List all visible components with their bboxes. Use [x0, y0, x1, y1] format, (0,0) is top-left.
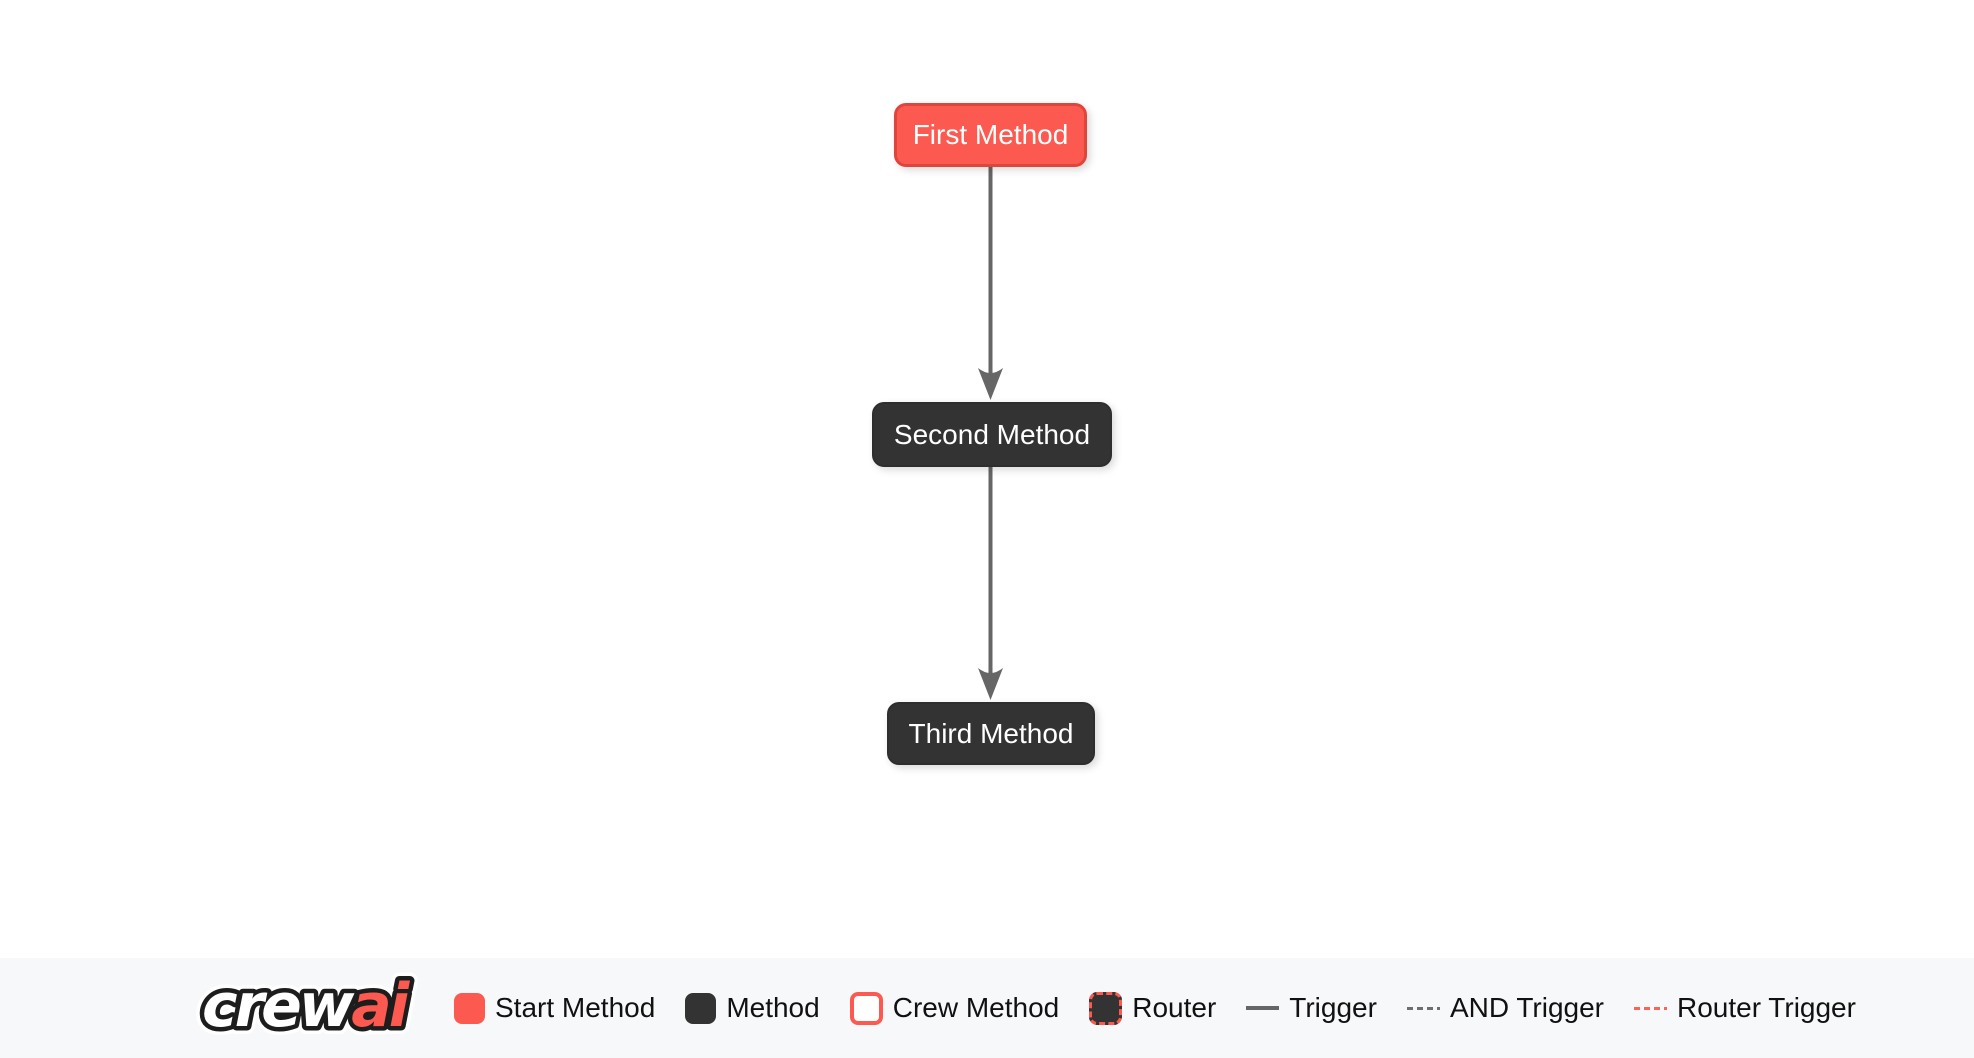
- legend-item-router-trigger: Router Trigger: [1633, 992, 1856, 1024]
- crew-method-swatch-icon: [849, 991, 883, 1025]
- node-label: Third Method: [908, 717, 1074, 749]
- edge-second-to-third[interactable]: [978, 434, 1003, 700]
- method-swatch-icon: [685, 992, 717, 1024]
- legend-label: AND Trigger: [1449, 992, 1604, 1023]
- node-third-method[interactable]: Third Method: [887, 702, 1095, 765]
- trigger-line-icon: [1246, 1006, 1280, 1010]
- legend-item-router: Router: [1089, 991, 1217, 1025]
- legend: Start Method Method Crew Method Router T…: [454, 991, 1856, 1025]
- node-first-method[interactable]: First Method: [894, 103, 1087, 167]
- node-second-method[interactable]: Second Method: [872, 402, 1112, 467]
- logo-text-ai: ai: [351, 971, 410, 1041]
- legend-label: Router Trigger: [1676, 992, 1856, 1023]
- legend-item-start-method: Start Method: [454, 992, 655, 1024]
- logo-outline: crewai: [202, 971, 411, 1041]
- legend-item-method: Method: [685, 992, 820, 1024]
- legend-label: Start Method: [495, 992, 656, 1023]
- logo-text-crew: crew: [202, 971, 355, 1041]
- logo-halo: crewai: [202, 971, 411, 1041]
- arrowhead-icon: [978, 668, 1003, 700]
- arrowhead-icon: [978, 368, 1003, 400]
- start-method-swatch-icon: [454, 992, 485, 1024]
- legend-item-and-trigger: AND Trigger: [1406, 992, 1604, 1024]
- legend-item-crew-method: Crew Method: [849, 991, 1060, 1025]
- legend-label: Crew Method: [892, 992, 1060, 1023]
- legend-label: Trigger: [1289, 992, 1377, 1023]
- edge-first-to-second[interactable]: [978, 135, 1003, 400]
- crewai-logo: crewai crewai crewai: [194, 963, 432, 1053]
- legend-footer: crewai crewai crewai Start Method Method…: [0, 958, 1974, 1058]
- flow-canvas[interactable]: First Method Second Method Third Method: [0, 0, 1974, 958]
- node-label: First Method: [912, 119, 1069, 150]
- router-swatch-icon: [1089, 991, 1123, 1025]
- router-trigger-line-icon: [1633, 1006, 1667, 1010]
- and-trigger-line-icon: [1406, 1006, 1440, 1010]
- legend-label: Method: [726, 992, 820, 1023]
- node-label: Second Method: [893, 418, 1091, 450]
- legend-item-trigger: Trigger: [1246, 992, 1377, 1024]
- legend-label: Router: [1132, 992, 1217, 1023]
- logo-text: crewai: [202, 971, 411, 1041]
